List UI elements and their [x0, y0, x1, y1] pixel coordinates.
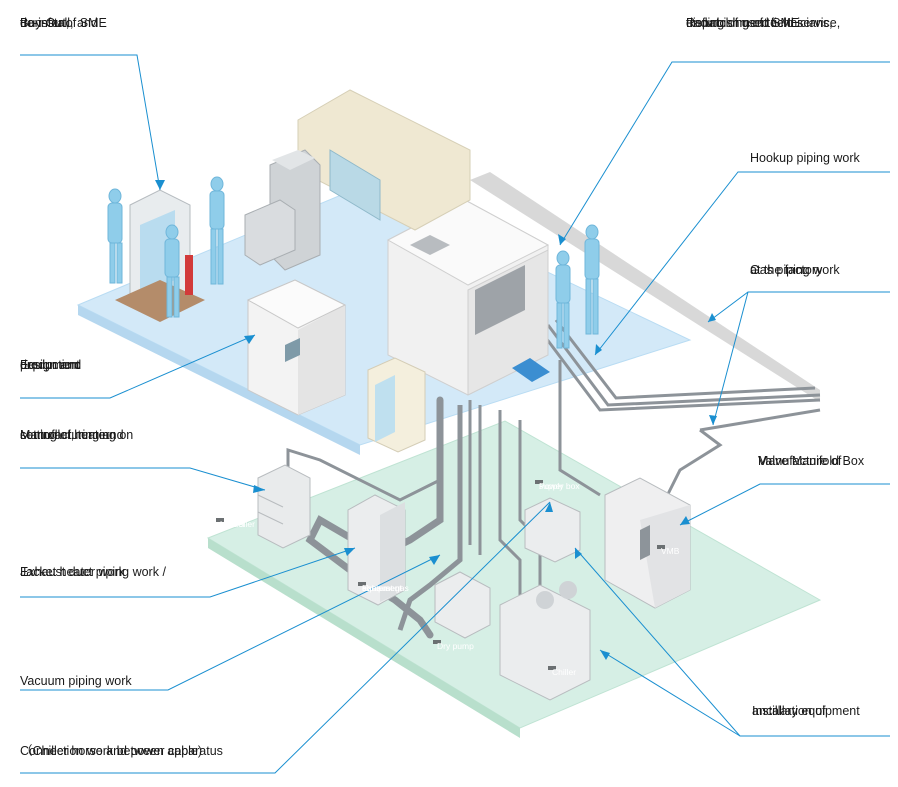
hookup-pipes [468, 360, 601, 610]
glass-cabinet [367, 357, 426, 453]
sub-fab-floor-edge [208, 538, 520, 738]
clean-room-floor-edge [78, 305, 360, 455]
design-unit [246, 279, 347, 416]
factory-wall-rail [470, 172, 820, 402]
leader-arrowheads [155, 180, 717, 660]
exhaust-abatement-unit [347, 494, 406, 606]
heater-pipe [286, 447, 441, 502]
tag-vmb: VMB [657, 545, 679, 556]
tag-dry-pump: Dry pump [433, 640, 474, 651]
toolbox [512, 358, 550, 382]
vmb-cabinet [604, 477, 691, 609]
hand-truck [185, 255, 193, 295]
chiller-unit [499, 581, 591, 701]
tag-chiller: Chiller [548, 666, 576, 677]
clean-suit-workers [107, 176, 600, 349]
gas-piping [538, 319, 821, 501]
back-equipment [244, 89, 471, 271]
vacuum-pipe [397, 405, 463, 631]
callout-leaders [20, 54, 890, 774]
heater-controller-rack [257, 464, 311, 549]
power-supply-box [524, 497, 581, 563]
process-tool [386, 199, 550, 396]
dry-pump-unit [434, 571, 491, 639]
